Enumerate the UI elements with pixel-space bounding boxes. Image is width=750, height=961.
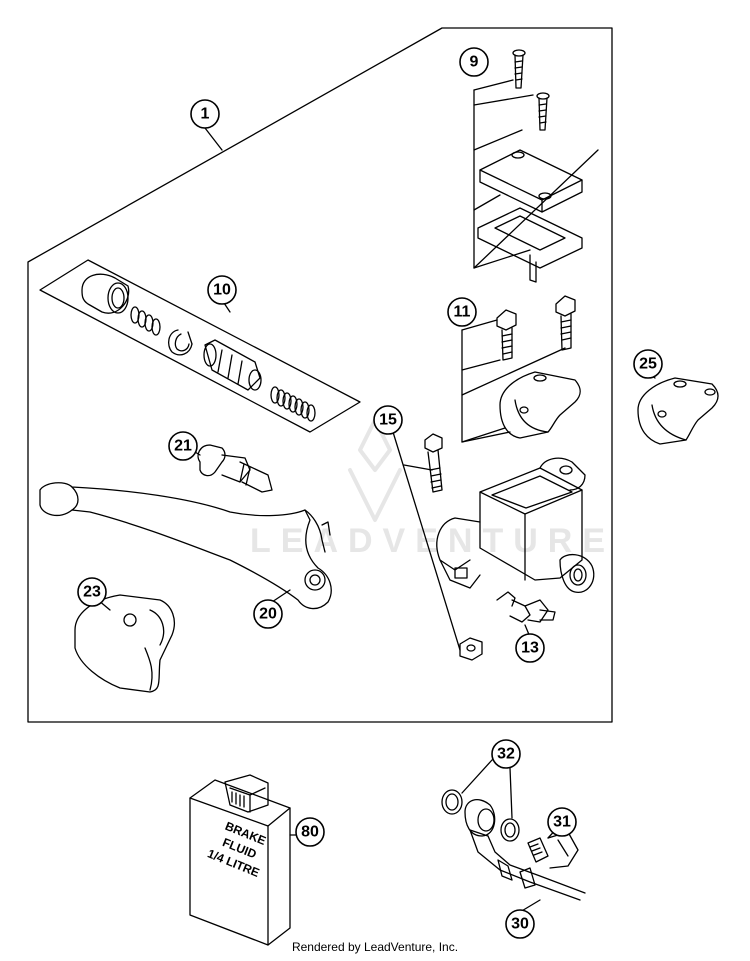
callout-1: 1 xyxy=(201,106,210,123)
banjo-fitting xyxy=(464,799,586,901)
callout-80: 80 xyxy=(301,824,319,841)
leader-1 xyxy=(204,127,223,151)
callout-circle xyxy=(190,99,220,129)
reservoir-cover xyxy=(479,149,583,213)
clamp-bolt xyxy=(555,295,576,351)
copper-washer xyxy=(441,789,463,815)
callout-20: 20 xyxy=(259,606,277,623)
callout-circle xyxy=(491,739,521,769)
callout-circle xyxy=(515,633,545,663)
bottle-label: BRAKE FLUID 1/4 LITRE xyxy=(206,819,268,880)
pivot-nut xyxy=(459,637,483,661)
callout-10: 10 xyxy=(213,282,231,299)
cover-screw xyxy=(512,49,526,89)
master-cylinder xyxy=(436,457,595,593)
watermark-text: LEADVENTURE xyxy=(250,522,615,560)
callout-circle xyxy=(633,349,663,379)
callout-circle xyxy=(168,431,198,461)
callout-circle xyxy=(207,275,237,305)
callout-circle xyxy=(547,807,577,837)
assembly-outline xyxy=(27,27,613,723)
banjo-bolt xyxy=(527,831,579,869)
cover-screw xyxy=(536,92,550,131)
piston-boot xyxy=(81,273,130,314)
brake-light-switch xyxy=(496,591,556,623)
piston-kit-box xyxy=(39,259,361,433)
callout-circle xyxy=(505,909,535,939)
callout-25: 25 xyxy=(639,356,657,373)
callout-circle xyxy=(253,599,283,629)
brake-fluid-bottle xyxy=(189,774,291,946)
callout-30: 30 xyxy=(511,916,529,933)
clamp-bolt xyxy=(496,309,517,361)
callout-circle xyxy=(295,817,325,847)
piston xyxy=(203,339,262,391)
callout-32: 32 xyxy=(497,746,515,763)
callout-circle xyxy=(447,297,477,327)
callout-23: 23 xyxy=(83,584,101,601)
large-spring xyxy=(270,386,316,422)
lever-guard xyxy=(74,594,175,693)
callout-11: 11 xyxy=(454,304,471,321)
reservoir-gasket xyxy=(477,207,583,283)
small-spring xyxy=(130,306,161,336)
callout-9: 9 xyxy=(470,54,479,71)
callout-circle xyxy=(77,577,107,607)
handlebar-clamp xyxy=(499,371,581,439)
pivot-bolt xyxy=(424,433,443,493)
brake-lever xyxy=(39,482,332,610)
callout-circle xyxy=(459,47,489,77)
circlip xyxy=(167,329,193,356)
callout-13: 13 xyxy=(521,640,539,657)
watermark-logo xyxy=(348,418,402,522)
render-caption: Rendered by LeadVenture, Inc. xyxy=(291,940,459,954)
callout-31: 31 xyxy=(553,814,571,831)
callout-15: 15 xyxy=(379,412,397,429)
callout-circle xyxy=(373,405,403,435)
adjuster-screw xyxy=(197,444,273,493)
handlebar-clamp-25 xyxy=(637,377,719,445)
copper-washer xyxy=(500,818,520,842)
callout-21: 21 xyxy=(174,438,192,455)
